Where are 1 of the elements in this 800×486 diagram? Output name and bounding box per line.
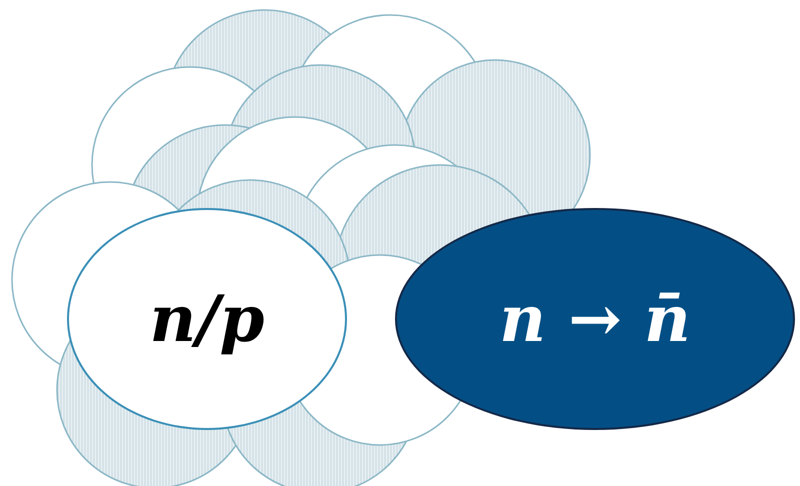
formula-ellipse: n → n̄ — [395, 208, 795, 430]
